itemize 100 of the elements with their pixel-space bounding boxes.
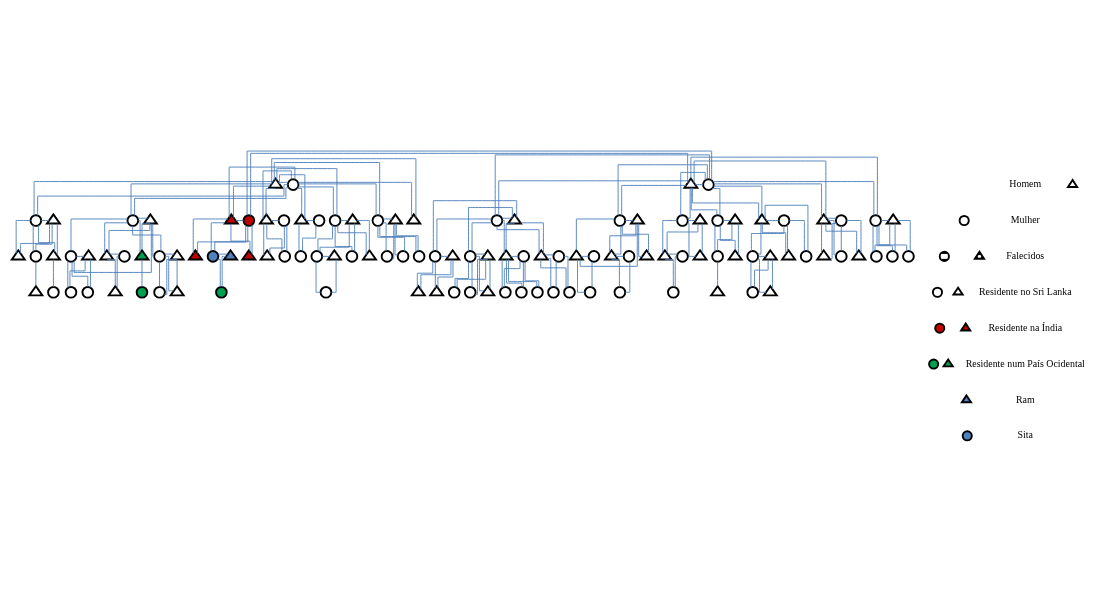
node-circle	[870, 249, 883, 263]
connector	[713, 182, 822, 218]
connector	[15, 219, 31, 254]
node-triangle	[45, 212, 62, 225]
connector	[279, 173, 306, 219]
connector	[108, 222, 151, 254]
node-circle	[667, 285, 680, 299]
node-circle	[286, 177, 300, 191]
connector	[67, 259, 69, 288]
node-circle	[153, 249, 166, 263]
node-triangle	[761, 284, 779, 296]
connector	[340, 219, 349, 221]
node-circle	[447, 285, 461, 299]
connector	[494, 153, 710, 216]
connector	[217, 253, 229, 255]
node-triangle	[850, 248, 868, 260]
connector	[624, 260, 631, 293]
connector	[501, 217, 513, 219]
connector	[395, 222, 419, 251]
node-triangle	[187, 248, 204, 260]
node-triangle	[428, 284, 445, 296]
connector	[555, 260, 557, 288]
node-triangle	[168, 284, 186, 296]
connector	[667, 253, 678, 255]
connector	[508, 258, 538, 287]
connector	[754, 258, 769, 288]
connector	[420, 258, 452, 290]
node-circle	[531, 285, 544, 299]
connector	[132, 225, 162, 252]
connector	[337, 224, 367, 255]
node-triangle	[568, 248, 585, 260]
connector	[563, 255, 569, 287]
node-triangle	[9, 248, 27, 260]
connector	[690, 156, 878, 216]
connector	[756, 258, 767, 293]
connector	[20, 222, 50, 254]
connector	[436, 218, 493, 252]
connector	[827, 219, 837, 255]
connector	[141, 258, 143, 287]
connector	[680, 171, 706, 216]
node-circle	[29, 213, 43, 227]
connector	[713, 185, 763, 215]
connector	[846, 219, 862, 254]
connector	[277, 181, 289, 183]
node-circle	[64, 249, 78, 263]
connector	[70, 218, 128, 251]
connector	[437, 258, 454, 288]
node-circle	[118, 249, 131, 263]
connector	[354, 222, 356, 252]
connector	[210, 221, 226, 252]
node-triangle	[168, 248, 186, 260]
connector	[788, 219, 805, 252]
connector	[897, 219, 911, 252]
connector	[502, 219, 505, 253]
connector	[829, 222, 838, 259]
connector	[894, 222, 896, 252]
connector	[579, 222, 638, 267]
connector	[56, 222, 58, 256]
connector	[35, 261, 37, 287]
connector	[382, 218, 393, 219]
node-circle	[676, 213, 689, 227]
connector	[270, 219, 280, 221]
node-circle	[215, 285, 228, 299]
connector	[544, 253, 555, 255]
node-triangle	[80, 248, 97, 260]
node-triangle	[603, 248, 620, 260]
legend-label: Sita	[1017, 428, 1033, 440]
connector	[276, 167, 338, 216]
connector	[498, 179, 690, 216]
node-circle	[345, 249, 359, 263]
node-circle	[328, 213, 342, 227]
node-circle	[777, 213, 791, 227]
connector	[613, 225, 622, 255]
connector	[379, 224, 417, 252]
node-circle	[396, 249, 410, 263]
connector	[691, 186, 760, 219]
connector	[580, 255, 589, 257]
connector	[251, 223, 253, 255]
node-circle	[746, 249, 759, 263]
node-circle	[463, 285, 477, 299]
connector	[717, 261, 719, 287]
node-triangle	[98, 248, 116, 260]
connector	[505, 222, 515, 251]
node-circle	[499, 285, 512, 299]
node-triangle	[326, 248, 343, 260]
node-circle	[613, 285, 627, 299]
connector	[73, 222, 152, 273]
node-triangle	[133, 248, 151, 260]
node-circle	[547, 285, 560, 299]
node-circle	[310, 249, 324, 263]
connector	[765, 219, 780, 221]
node-triangle	[691, 212, 709, 225]
connector	[621, 184, 687, 216]
connector	[611, 258, 620, 287]
connector	[872, 224, 874, 252]
connector	[489, 258, 491, 289]
connector	[141, 222, 151, 251]
connector	[391, 222, 395, 259]
connector	[440, 255, 449, 257]
node-triangle	[497, 248, 515, 260]
